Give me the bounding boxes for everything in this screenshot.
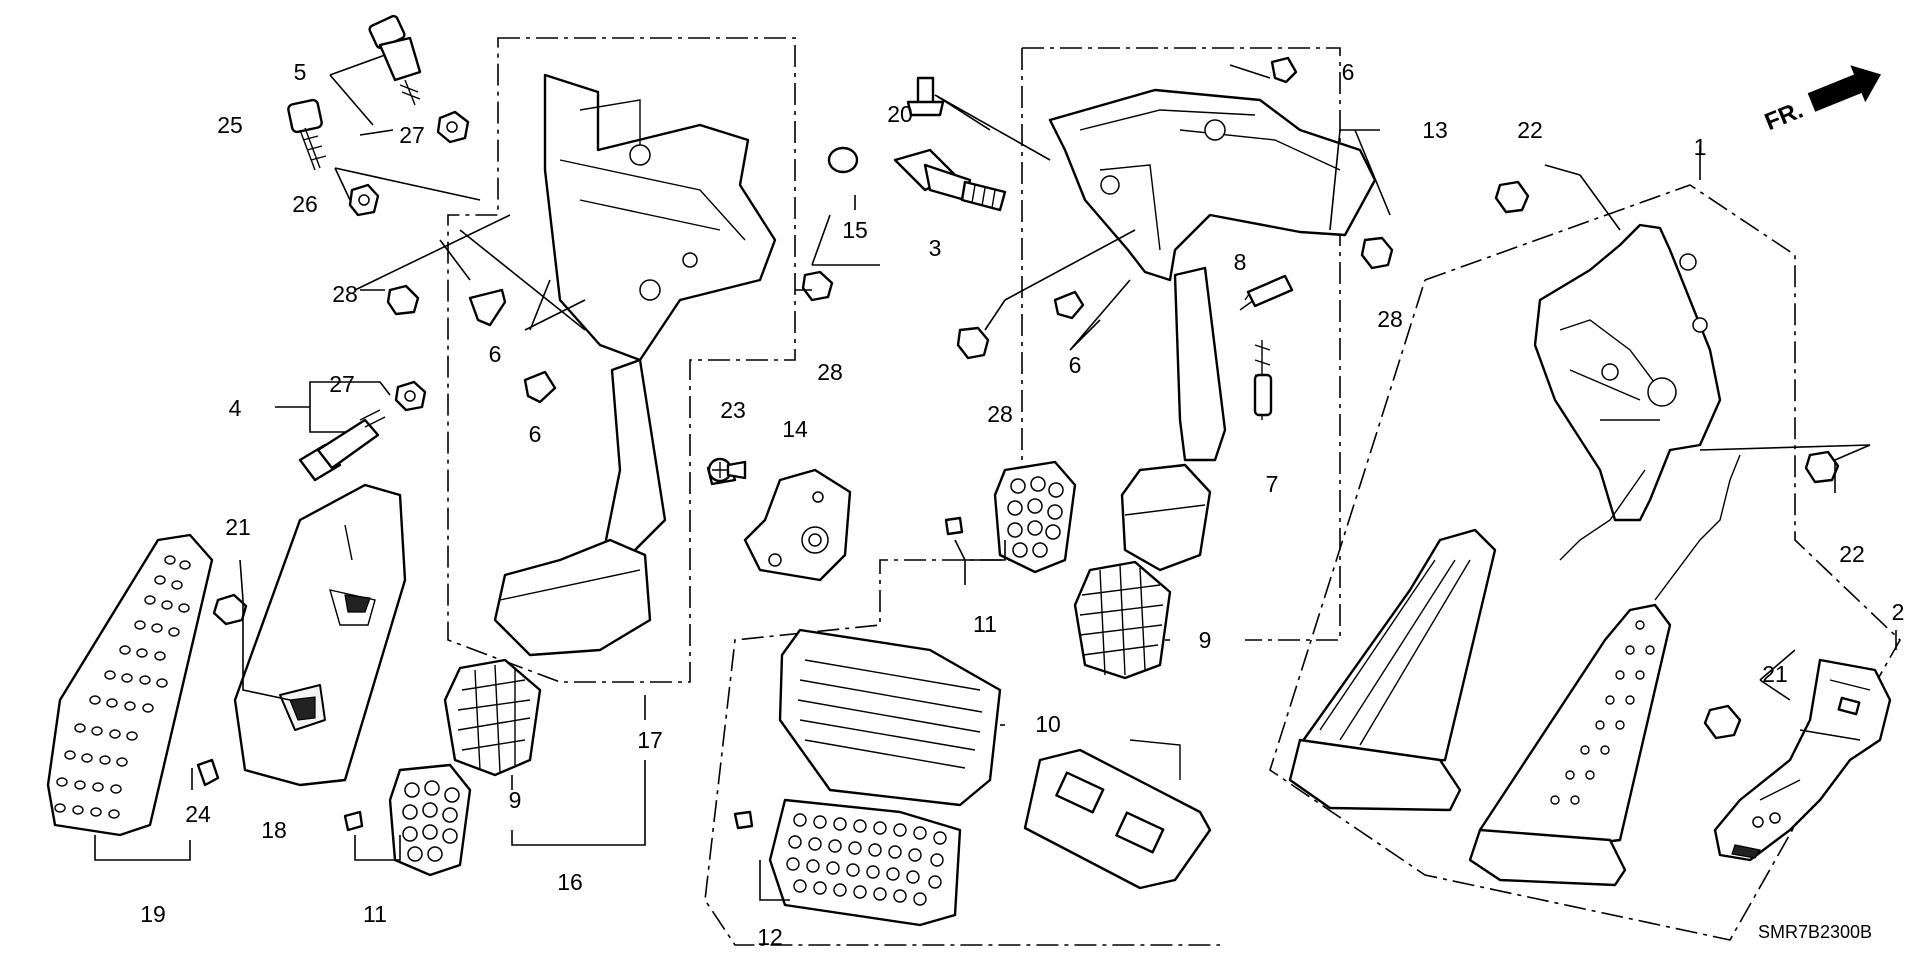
callout-21: 21 [1762,661,1788,687]
callout-6: 6 [529,421,542,447]
pedal-pad-10 [778,628,1002,807]
switch-5 [368,14,422,106]
leader-lines [94,54,1897,901]
spring-7 [1253,340,1273,420]
callout-14: 14 [782,416,808,442]
callout-6: 6 [1342,59,1355,85]
pedal-pad-12 [768,798,962,927]
callout-9: 9 [509,787,522,813]
callout-25: 25 [217,112,243,138]
hardware-nuts-and-clips [196,56,1840,832]
accelerator-assembly-1 [1288,223,1722,812]
callout-6: 6 [489,341,502,367]
diagram-code: SMR7B2300B [1758,922,1872,942]
sensor-14 [743,468,852,582]
callout-10: 10 [1035,711,1061,737]
brake-pedal-part [493,73,777,657]
foot-rest-bracket-18 [233,483,407,787]
pedal-pad-plate [1023,739,1212,890]
callout-5: 5 [294,59,307,85]
callout-28: 28 [1377,306,1403,332]
callout-20: 20 [887,101,913,127]
callout-6: 6 [1069,352,1082,378]
callout-28: 28 [987,401,1013,427]
accelerator-pad-2-alt [1468,454,1741,887]
clutch-pedal-13 [1048,88,1377,572]
callout-2: 2 [1892,599,1905,625]
nut-26 [348,183,380,217]
callout-7: 7 [1266,471,1279,497]
screw-23 [707,457,747,483]
nut-27 [394,110,470,412]
callout-9: 9 [1199,627,1212,653]
brake-pad-9-left [443,658,542,777]
callout-23: 23 [720,397,746,423]
callout-22: 22 [1839,541,1865,567]
clutch-pad-9-right [1073,560,1172,680]
callout-22: 22 [1517,117,1543,143]
fr-label: FR. [1761,97,1807,137]
callout-21: 21 [225,514,251,540]
clutch-pad-11-right [993,460,1077,574]
callout-1: 1 [1694,134,1707,160]
callout-11: 11 [363,901,387,927]
callout-numbers: 5 25 27 26 28 4 27 6 6 21 24 18 19 11 9 … [140,59,1904,950]
brake-pad-11-left [388,763,472,877]
switch-4 [298,409,386,482]
callout-3: 3 [929,235,942,261]
bracket-2 [1713,658,1892,862]
bolt-25 [287,98,327,171]
stop-switch-3 [893,148,1007,212]
callout-28: 28 [817,359,843,385]
spring-8 [1239,274,1294,311]
callout-24: 24 [185,801,211,827]
callout-27: 27 [399,122,425,148]
callout-4: 4 [229,395,242,421]
callout-26: 26 [292,191,318,217]
callout-28: 28 [332,281,358,307]
callout-8: 8 [1234,249,1247,275]
callout-13: 13 [1422,117,1448,143]
front-direction-indicator: FR. [1761,65,1881,137]
callout-12: 12 [757,924,783,950]
callout-16: 16 [557,869,583,895]
callout-18: 18 [261,817,287,843]
callout-27: 27 [329,371,355,397]
callout-17: 17 [637,727,663,753]
foot-rest-plate-19 [46,533,214,837]
callout-19: 19 [140,901,166,927]
callout-11: 11 [973,611,997,637]
callout-15: 15 [842,217,868,243]
